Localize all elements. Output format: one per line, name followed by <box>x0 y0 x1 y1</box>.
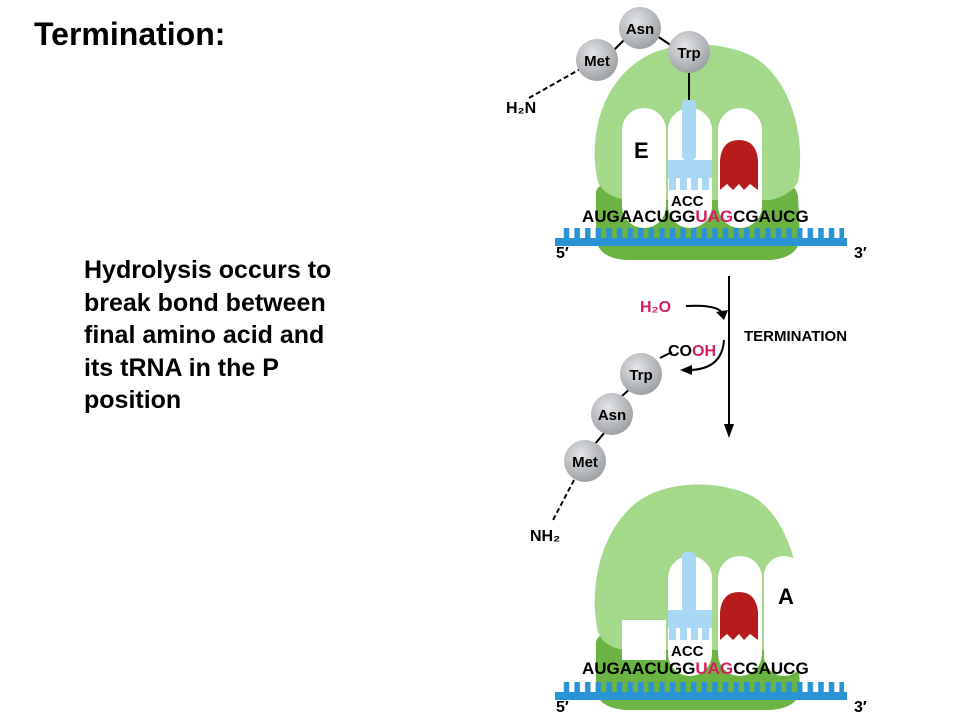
e-site-gap <box>622 620 666 660</box>
stop-codon: UAG <box>695 207 733 226</box>
amino-acid-asn: Asn <box>619 7 661 49</box>
body-line: final amino acid and <box>84 321 325 349</box>
body-line: Hydrolysis occurs to <box>84 256 332 284</box>
mrna-sequence-5-part: AUGAACUGG <box>582 207 695 226</box>
body-line: break bond between <box>84 288 326 317</box>
svg-text:Trp: Trp <box>677 45 700 62</box>
amino-acid-trp: Trp <box>620 353 662 395</box>
slide-body-text: Hydrolysis occurs to break bond between … <box>84 254 414 417</box>
a-site-slot-right <box>764 556 804 676</box>
mrna-sequence: AUGAACUGGUAGCGAUCG <box>582 207 809 226</box>
mrna-backbone <box>555 238 847 246</box>
amino-acid-met: Met <box>576 39 618 81</box>
svg-text:Asn: Asn <box>626 21 654 38</box>
anticodon-label: ACC <box>671 193 704 210</box>
mrna-sequence-3-part: CGAUCG <box>733 659 809 678</box>
a-site-label: A <box>778 584 794 609</box>
e-site-slot <box>622 108 666 228</box>
release-factor <box>720 140 758 190</box>
bottom-ribosome: A ACC AUGAACUGGUAGCGAUCG 5′ 3′ <box>555 484 867 716</box>
anticodon-label: ACC <box>671 643 704 660</box>
n-terminus-label: H₂N <box>506 100 536 117</box>
mrna-backbone <box>555 692 847 700</box>
mrna-sequence-5-part: AUGAACUGG <box>582 659 695 678</box>
amino-acid-trp: Trp <box>668 31 710 73</box>
release-factor <box>720 592 758 640</box>
stop-codon: UAG <box>695 659 733 678</box>
n-terminus-label: NH₂ <box>530 528 560 545</box>
five-prime-label: 5′ <box>556 699 569 716</box>
mrna-bases <box>560 682 844 694</box>
svg-text:Asn: Asn <box>598 407 626 424</box>
svg-text:Trp: Trp <box>629 367 652 384</box>
amino-acid-met: Met <box>564 440 606 482</box>
termination-label: TERMINATION <box>744 328 847 345</box>
three-prime-label: 3′ <box>854 245 867 262</box>
top-ribosome: E ACC AUGAACUGGUAGCGAUCG 5′ 3′ H₂N Met A… <box>506 7 867 262</box>
e-site-label: E <box>634 138 649 163</box>
mrna-sequence-3-part: CGAUCG <box>733 207 809 226</box>
carboxyl-label: COOH <box>668 343 716 360</box>
body-line: position <box>84 386 182 414</box>
five-prime-label: 5′ <box>556 245 569 262</box>
three-prime-label: 3′ <box>854 699 867 716</box>
termination-arrow: TERMINATION H₂O COOH <box>640 276 847 438</box>
mrna-bases <box>560 228 844 240</box>
amino-acid-asn: Asn <box>591 393 633 435</box>
mrna-sequence: AUGAACUGGUAGCGAUCG <box>582 659 809 678</box>
water-label: H₂O <box>640 299 671 316</box>
p-site-trna <box>668 552 712 640</box>
svg-text:Met: Met <box>572 454 598 471</box>
svg-text:Met: Met <box>584 53 610 70</box>
slide-title: Termination: <box>34 16 226 52</box>
released-polypeptide: Trp Asn Met NH₂ <box>530 351 673 545</box>
p-site-trna <box>668 70 712 190</box>
body-line: its tRNA in the P <box>84 353 279 382</box>
